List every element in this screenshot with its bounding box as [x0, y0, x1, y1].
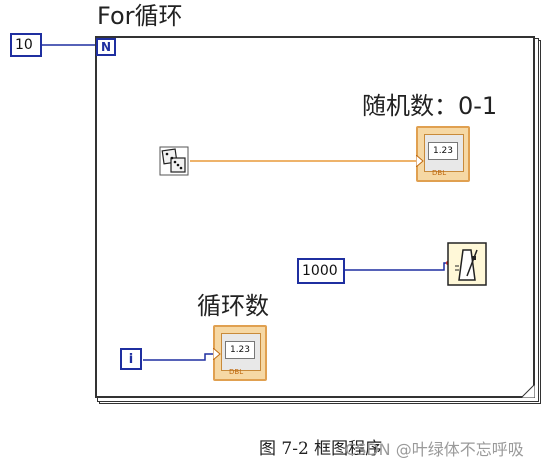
random-indicator-type: DBL — [432, 169, 447, 177]
for-loop-frame[interactable] — [95, 36, 535, 398]
wire-wait-top — [344, 262, 448, 271]
wait-ms-value: 1000 — [302, 263, 338, 279]
random-number-indicator[interactable]: 1.23 DBL — [416, 126, 470, 182]
loop-title: For循环 — [97, 2, 183, 30]
dice-icon[interactable] — [158, 145, 190, 177]
wait-ms-constant[interactable]: 1000 — [297, 258, 345, 284]
iteration-terminal[interactable]: i — [120, 348, 142, 370]
count-terminal-label: N — [100, 40, 112, 54]
iteration-terminal-label: i — [128, 351, 134, 367]
random-input-arrow-icon — [416, 155, 424, 167]
loop-count-constant[interactable]: 10 — [10, 33, 42, 57]
loop-resize-corner-icon[interactable] — [521, 384, 535, 398]
count-terminal[interactable]: N — [96, 38, 116, 56]
loop-count-value: 10 — [15, 37, 33, 53]
random-indicator-label: 随机数：0-1 — [362, 92, 498, 120]
watermark: CSDN @叶绿体不忘呼吸 — [345, 440, 524, 459]
loop-count-indicator[interactable]: 1.23 DBL — [213, 325, 267, 381]
wire-iteration-top — [143, 353, 214, 361]
figure-caption: 图 7-2 框图程序 — [259, 439, 383, 459]
loop-indicator-type: DBL — [229, 368, 244, 376]
random-indicator-value: 1.23 — [428, 142, 458, 160]
loop-indicator-value: 1.23 — [225, 341, 255, 359]
metronome-icon[interactable] — [447, 242, 487, 286]
loop-input-arrow-icon — [213, 348, 221, 360]
loop-indicator-label: 循环数 — [197, 292, 269, 320]
